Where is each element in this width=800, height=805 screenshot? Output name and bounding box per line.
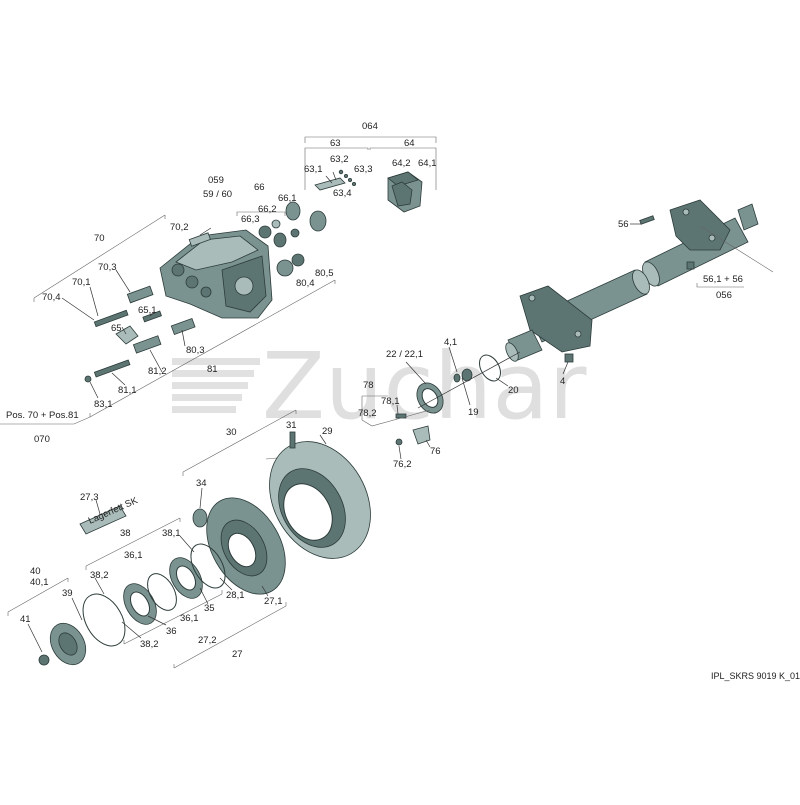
label-36-1-b: 36,1 xyxy=(180,613,199,624)
label-56: 56 xyxy=(618,219,629,230)
group-064-brake-pads xyxy=(304,136,437,213)
label-81: 81 xyxy=(207,364,218,375)
label-66: 66 xyxy=(254,182,265,193)
label-27-2: 27,2 xyxy=(198,635,217,646)
guide-bolt xyxy=(93,309,129,328)
label-28-1: 28,1 xyxy=(226,590,245,601)
label-81-1: 81,1 xyxy=(118,385,137,396)
label-064: 064 xyxy=(362,121,378,132)
flange-plate xyxy=(519,285,593,353)
label-63-2: 63,2 xyxy=(330,154,349,165)
label-66-3: 66,3 xyxy=(241,214,260,225)
wear-indicator xyxy=(115,325,139,345)
label-70: 70 xyxy=(94,233,105,244)
label-63-4: 63,4 xyxy=(333,188,352,199)
label-22: 22 / 22,1 xyxy=(386,349,423,360)
label-63-3: 63,3 xyxy=(354,164,373,175)
label-38: 38 xyxy=(120,528,131,539)
label-36-1: 36,1 xyxy=(124,550,143,561)
label-64-2: 64,2 xyxy=(392,158,411,169)
group-disc-hub: Lagerfett SK xyxy=(7,409,371,669)
bolt xyxy=(639,215,655,225)
label-80-4: 80,4 xyxy=(296,278,315,289)
part-labels: 064 63 64 63,2 63,1 63,3 63,4 64,2 64,1 … xyxy=(6,121,800,681)
label-70-3: 70,3 xyxy=(98,262,117,273)
label-056: 056 xyxy=(716,290,732,301)
group-caliper xyxy=(0,201,336,425)
label-38-2-b: 38,2 xyxy=(140,639,159,650)
label-29: 29 xyxy=(322,426,333,437)
label-27-3: 27,3 xyxy=(80,492,99,503)
label-65: 65 xyxy=(111,323,122,334)
label-27: 27 xyxy=(232,649,243,660)
label-78-1: 78,1 xyxy=(381,396,400,407)
guide-sleeve xyxy=(126,285,154,304)
bolt xyxy=(289,431,296,449)
label-38-1: 38,1 xyxy=(162,528,181,539)
label-27-1: 27,1 xyxy=(264,596,283,607)
guide-sleeve xyxy=(132,335,162,354)
label-66-2: 66,2 xyxy=(258,204,277,215)
label-41: 41 xyxy=(20,614,31,625)
grease-tube xyxy=(79,505,127,535)
pin xyxy=(338,169,344,175)
label-66-1: 66,1 xyxy=(278,193,297,204)
leader-lines xyxy=(27,223,642,653)
group-axle-nut xyxy=(361,351,521,446)
snap-ring xyxy=(147,573,177,611)
cap-nut xyxy=(192,508,208,528)
label-70-1: 70,1 xyxy=(72,277,91,288)
piston-boot xyxy=(285,201,301,221)
label-pos-70-81: Pos. 70 + Pos.81 xyxy=(6,410,79,421)
spring-clip xyxy=(314,177,346,191)
label-40: 40 xyxy=(30,566,41,577)
label-63: 63 xyxy=(330,138,341,149)
label-78-2: 78,2 xyxy=(358,408,377,419)
label-83-1: 83,1 xyxy=(94,399,113,410)
label-80-3: 80,3 xyxy=(186,345,205,356)
label-70-2: 70,2 xyxy=(170,222,189,233)
label-81-2: 81,2 xyxy=(148,366,167,377)
label-30: 30 xyxy=(226,427,237,438)
label-64: 64 xyxy=(404,138,415,149)
piston-boot xyxy=(309,210,327,232)
label-76: 76 xyxy=(430,446,441,457)
label-39: 39 xyxy=(62,588,73,599)
label-70-4: 70,4 xyxy=(42,292,61,303)
seal-ring xyxy=(82,593,126,647)
label-59-60: 59 / 60 xyxy=(203,189,232,200)
group-056-axle-tube xyxy=(505,199,774,363)
label-78: 78 xyxy=(363,380,374,391)
label-34: 34 xyxy=(196,478,207,489)
flange-plate xyxy=(669,199,731,251)
drawing-code: IPL_SKRS 9019 K_01 xyxy=(711,671,800,681)
snap-ring xyxy=(190,543,226,589)
label-40-1: 40,1 xyxy=(30,577,49,588)
label-19: 19 xyxy=(468,407,479,418)
guide-pin xyxy=(188,232,211,247)
label-4: 4 xyxy=(560,376,565,387)
label-36: 36 xyxy=(166,626,177,637)
label-070: 070 xyxy=(34,434,50,445)
label-80-5: 80,5 xyxy=(315,268,334,279)
label-64-1: 64,1 xyxy=(418,158,437,169)
label-31: 31 xyxy=(286,420,297,431)
guide-sleeve xyxy=(170,317,196,335)
label-65-1: 65,1 xyxy=(138,305,157,316)
label-38-2: 38,2 xyxy=(90,570,109,581)
lock-plate xyxy=(412,425,431,445)
label-4-1: 4,1 xyxy=(444,337,457,348)
label-20: 20 xyxy=(508,385,519,396)
label-35: 35 xyxy=(204,603,215,614)
label-63-1: 63,1 xyxy=(304,164,323,175)
label-56-1: 56,1 + 56 xyxy=(703,274,743,285)
label-059: 059 xyxy=(208,175,224,186)
guide-bolt xyxy=(93,359,131,378)
label-76-2: 76,2 xyxy=(393,459,412,470)
